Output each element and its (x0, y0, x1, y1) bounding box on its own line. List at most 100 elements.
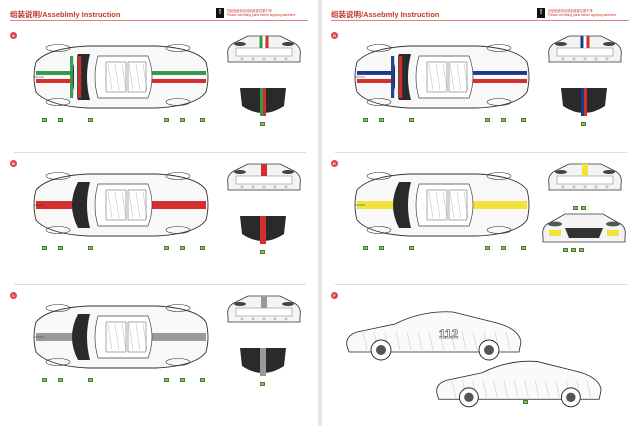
exhaust-tip (273, 185, 277, 189)
camo-line (514, 380, 519, 398)
rear-stripe (261, 296, 267, 308)
seat-detail (107, 323, 113, 351)
exhaust-tip (262, 57, 266, 61)
car-side-view (436, 360, 602, 408)
racing-stripe-rear (151, 74, 207, 80)
rear-stripe (259, 36, 263, 48)
car-top-view (33, 304, 209, 369)
decal-part-tag (88, 246, 93, 250)
decal-part-tag (180, 246, 185, 250)
racing-stripe-front (36, 333, 86, 341)
step-marker: B (10, 160, 17, 167)
decal-part-tag (260, 122, 265, 126)
decal-part-tag (180, 118, 185, 122)
seat-detail (142, 191, 148, 219)
exhaust-tip (594, 185, 598, 189)
camo-line (534, 380, 539, 398)
hood-decal-stripe (260, 216, 266, 244)
rear-diffuser (235, 307, 293, 317)
camo-line (417, 331, 423, 351)
hood-stripe (395, 56, 399, 98)
seat-detail (428, 191, 434, 219)
headlight-left (548, 221, 562, 227)
exhaust-tip (284, 317, 288, 321)
decal-part-tag (200, 378, 205, 382)
decal-part-tag (571, 248, 576, 252)
wheel-arch (165, 172, 191, 180)
camo-line (505, 331, 511, 351)
wheel-arch (45, 304, 71, 312)
decal-part-tag (409, 246, 414, 250)
car-top-view (33, 44, 209, 109)
seat-left (105, 61, 127, 93)
rear-stripe (261, 164, 267, 176)
decal-part-tag (523, 400, 528, 404)
racing-stripe-rear (152, 79, 206, 83)
hood-decal (240, 88, 286, 116)
seat-detail (142, 323, 148, 351)
hood-panel (72, 314, 90, 360)
seat-detail (121, 63, 127, 91)
racing-stripe-rear (473, 201, 527, 209)
decal-part-tag (521, 246, 526, 250)
wheel-arch (366, 226, 392, 234)
step-f: F 112 (323, 288, 638, 414)
cockpit-outline (94, 55, 153, 99)
car-rear-view (548, 163, 622, 191)
instruction-page-right: 组装说明/Assebmly Instruction ! 在贴贴纸前请将贴纸部位擦… (323, 0, 638, 426)
front-accent-right (607, 230, 619, 236)
decal-part-tag (42, 378, 47, 382)
tail-light-right (603, 170, 615, 174)
decal-part-tag (379, 118, 384, 122)
hood-stripe (399, 56, 403, 98)
seat-right (127, 321, 147, 353)
seat-detail (128, 323, 134, 351)
camo-line (503, 380, 508, 398)
step-e: E (323, 156, 638, 282)
seat-detail (142, 63, 148, 91)
decal-part-tag (164, 378, 169, 382)
tail-light-left (555, 42, 567, 46)
exhaust-tip (284, 185, 288, 189)
wheel-arch (165, 44, 191, 52)
step-marker: E (331, 160, 338, 167)
camo-line (428, 331, 434, 351)
seat-detail (442, 63, 448, 91)
tail-light-right (282, 170, 294, 174)
wheel-arch (486, 226, 512, 234)
seat-detail (456, 191, 462, 219)
step-marker: D (331, 32, 338, 39)
racing-stripe-front (357, 79, 407, 83)
section-divider (335, 152, 627, 153)
wheel-arch (165, 226, 191, 234)
rear-stripe (262, 35, 266, 49)
decal-part-tag (42, 246, 47, 250)
decal-part-tag (581, 206, 586, 210)
wheel-hub (483, 344, 494, 355)
exhaust-tip (572, 185, 576, 189)
decal-part-tag (164, 118, 169, 122)
exhaust-tip (251, 317, 255, 321)
wheel-arch (45, 44, 71, 52)
seat-detail (135, 323, 141, 351)
rear-stripe (586, 36, 590, 48)
hood-decal-stripe (260, 88, 263, 116)
step-marker: A (10, 32, 17, 39)
seat-detail (135, 191, 141, 219)
racing-stripe-front (357, 201, 407, 209)
step-c: C (2, 288, 317, 414)
decal-part-tag (164, 246, 169, 250)
car-rear-view (227, 163, 301, 191)
side-body-outline (346, 311, 522, 353)
step-a: A (2, 28, 317, 154)
decal-part-tag (501, 118, 506, 122)
cockpit-outline (415, 55, 474, 99)
decal-part-tag (521, 118, 526, 122)
instruction-page-left: 组装说明/Asseblmly Instruction ! 在贴贴纸前请将贴纸部位… (2, 0, 317, 426)
camo-line (439, 331, 445, 351)
wheel-arch (366, 44, 392, 52)
hood-decal (561, 88, 607, 116)
section-divider (14, 152, 306, 153)
racing-stripe-rear (152, 333, 206, 341)
wheel-arch (165, 358, 191, 366)
